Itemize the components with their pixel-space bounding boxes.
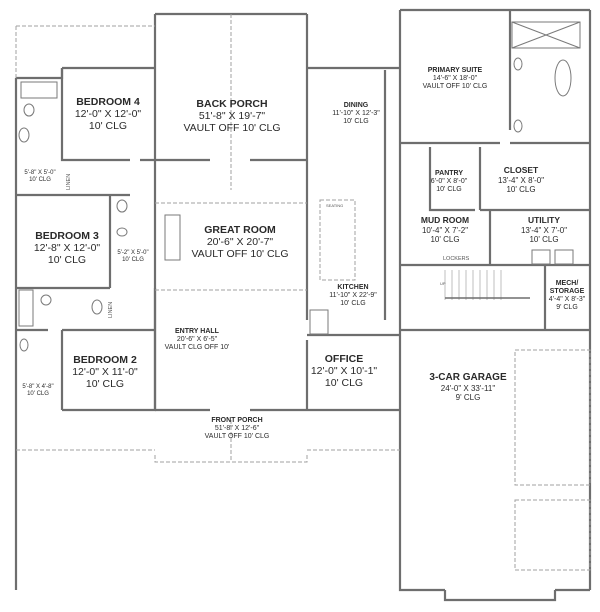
room-ceiling: VAULT OFF 10' CLG <box>183 122 281 135</box>
room-ceiling: VAULT OFF 10' CLG <box>191 248 289 261</box>
room-dims: 12'-0" X 10'-1" <box>310 365 378 378</box>
room-dims: 6'-0" X 8'-0" <box>430 178 468 186</box>
room-ceiling: 10' CLG <box>122 256 144 263</box>
room-name: 3-CAR GARAGE <box>429 372 507 383</box>
room-great-room: GREAT ROOM 20'-6" X 20'-7" VAULT OFF 10'… <box>191 224 288 260</box>
room-bath-4: 5'-8" X 5'-0" 10' CLG <box>24 170 55 184</box>
room-dims: 5'-8" X 4'-8" <box>22 384 54 390</box>
room-name: DINING <box>343 102 369 109</box>
room-ceiling: 10' CLG <box>343 118 369 126</box>
room-ceiling: 10' CLG <box>529 234 559 244</box>
room-ceiling: VAULT OFF 10' CLG <box>422 83 488 91</box>
room-ceiling: 10' CLG <box>436 186 462 194</box>
room-dims: 12'-0" X 11'-0" <box>72 366 138 379</box>
room-utility: UTILITY 13'-4" X 7'-0" 10' CLG <box>520 215 568 244</box>
room-ceiling: 10' CLG <box>27 390 49 397</box>
room-name-2: STORAGE <box>549 288 585 296</box>
room-ceiling: 9' CLG <box>455 392 481 402</box>
room-primary-suite: PRIMARY SUITE 14'-6" X 18'-0" VAULT OFF … <box>423 67 488 91</box>
room-name: CLOSET <box>503 165 539 175</box>
room-dims: 20'-6" X 6'-5" <box>176 336 218 344</box>
room-name: BEDROOM 4 <box>76 96 140 108</box>
room-mud-room: MUD ROOM 10'-4" X 7'-2" 10' CLG <box>420 215 470 244</box>
room-dims: 24'-0" X 33'-11" <box>440 383 496 393</box>
room-name: BEDROOM 2 <box>73 354 137 366</box>
room-ceiling: 10' CLG <box>324 377 364 390</box>
room-dims: 12'-8" X 12'-0" <box>33 242 101 255</box>
room-dims: 11'-10" X 22'-9" <box>329 292 377 300</box>
linen-label-2: LINEN <box>108 301 114 318</box>
room-ceiling: VAULT OFF 10' CLG <box>204 433 270 441</box>
room-3-car-garage: 3-CAR GARAGE 24'-0" X 33'-11" 9' CLG <box>429 372 506 402</box>
room-name: BEDROOM 3 <box>35 230 99 242</box>
room-name: ENTRY HALL <box>175 328 219 335</box>
room-name: MUD ROOM <box>420 215 470 225</box>
room-entry-hall: ENTRY HALL 20'-6" X 6'-5" VAULT CLG OFF … <box>165 328 230 352</box>
room-mech-storage: MECH/ STORAGE 4'-4" X 8'-3" 9' CLG <box>549 280 585 312</box>
room-bath-2: 5'-8" X 4'-8" 10' CLG <box>22 384 53 398</box>
room-ceiling: 10' CLG <box>506 184 536 194</box>
room-dims: 13'-4" X 7'-0" <box>520 225 568 235</box>
room-pantry: PANTRY 6'-0" X 8'-0" 10' CLG <box>431 170 467 194</box>
room-dims: 51'-8" X 12'-6" <box>214 425 260 433</box>
room-dims: 13'-4" X 8'-0" <box>497 175 545 185</box>
room-bath-3: 5'-2" X 5'-0" 10' CLG <box>117 250 148 264</box>
room-ceiling: 10' CLG <box>88 120 128 133</box>
room-dims: 4'-4" X 8'-3" <box>548 296 586 304</box>
room-name: FRONT PORCH <box>211 417 263 424</box>
room-name: GREAT ROOM <box>204 224 276 236</box>
room-name: BACK PORCH <box>196 98 268 110</box>
room-dims: 20'-6" X 20'-7" <box>206 236 274 249</box>
room-back-porch: BACK PORCH 51'-8" X 19'-7" VAULT OFF 10'… <box>183 98 280 134</box>
room-name: UTILITY <box>527 215 561 225</box>
room-ceiling: 10' CLG <box>340 300 366 308</box>
room-ceiling: 10' CLG <box>430 234 460 244</box>
room-ceiling: 9' CLG <box>556 304 578 312</box>
room-dims: 10'-4" X 7'-2" <box>421 225 469 235</box>
room-name: PANTRY <box>435 170 463 177</box>
room-dining: DINING 11'-10" X 12'-3" 10' CLG <box>332 102 380 126</box>
room-closet: CLOSET 13'-4" X 8'-0" 10' CLG <box>497 165 545 194</box>
room-kitchen: KITCHEN 11'-10" X 22'-9" 10' CLG <box>329 284 377 308</box>
room-ceiling: 10' CLG <box>85 378 125 391</box>
room-ceiling: VAULT CLG OFF 10' <box>164 344 230 352</box>
room-bedroom-3: BEDROOM 3 12'-8" X 12'-0" 10' CLG <box>34 230 100 266</box>
room-dims: 5'-8" X 5'-0" <box>24 170 56 176</box>
room-bedroom-4: BEDROOM 4 12'-0" X 12'-0" 10' CLG <box>75 96 141 132</box>
seating-label: SEATING <box>326 203 344 208</box>
room-office: OFFICE 12'-0" X 10'-1" 10' CLG <box>311 353 377 389</box>
linen-label-1: LINEN <box>66 173 72 190</box>
room-name: MECH/ <box>555 280 579 287</box>
room-dims: 11'-10" X 12'-3" <box>332 110 380 118</box>
stair-up-label: UP <box>440 281 446 286</box>
room-dims: 5'-2" X 5'-0" <box>117 250 149 256</box>
room-dims: 14'-6" X 18'-0" <box>432 75 478 83</box>
room-name: PRIMARY SUITE <box>427 67 483 74</box>
room-ceiling: 10' CLG <box>47 254 87 267</box>
room-dims: 51'-8" X 19'-7" <box>198 110 266 123</box>
room-name: OFFICE <box>324 353 364 365</box>
room-dims: 12'-0" X 12'-0" <box>74 108 142 121</box>
room-bedroom-2: BEDROOM 2 12'-0" X 11'-0" 10' CLG <box>72 354 138 390</box>
lockers-label: LOCKERS <box>443 256 470 262</box>
room-name: KITCHEN <box>337 284 369 291</box>
room-ceiling: 10' CLG <box>29 176 51 183</box>
room-front-porch: FRONT PORCH 51'-8" X 12'-6" VAULT OFF 10… <box>205 417 270 441</box>
